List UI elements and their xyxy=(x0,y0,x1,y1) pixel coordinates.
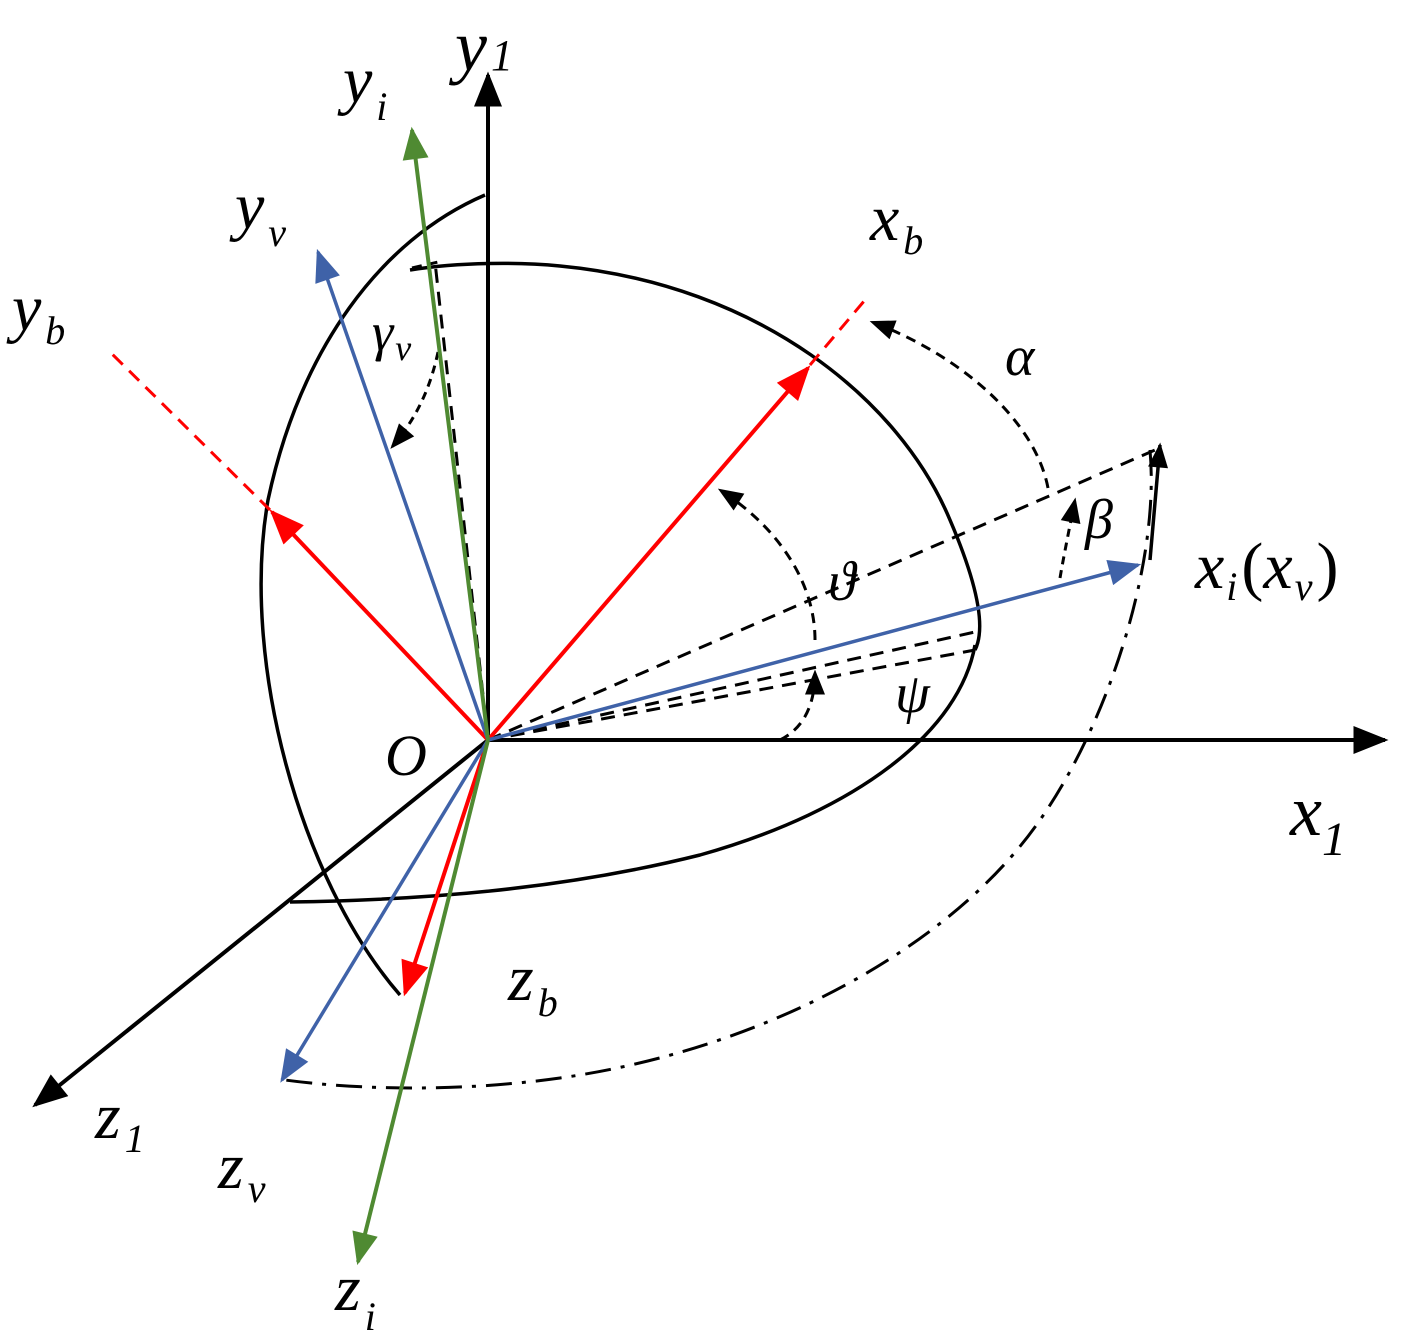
label-x1: x1 xyxy=(1289,771,1346,866)
shell-top-curve xyxy=(409,261,982,651)
label-y1: y1 xyxy=(448,6,513,86)
theta-arc xyxy=(717,488,817,641)
zv-axis xyxy=(280,739,490,1083)
label-beta: β xyxy=(1084,489,1113,551)
dashed-line-to-beta-point xyxy=(487,448,1156,742)
zb-axis xyxy=(401,739,490,997)
dashed-line-gamma-top xyxy=(411,260,439,270)
label-psi: ψ xyxy=(895,663,931,725)
label-alpha: α xyxy=(1005,326,1036,388)
xb-dashed-extension xyxy=(808,299,867,366)
yb-dashed-extension xyxy=(106,348,272,512)
dashed-line-psi-upper xyxy=(487,630,976,742)
yv-axis xyxy=(315,248,490,741)
xb-axis xyxy=(486,365,811,742)
label-xi-xv: xi(xv) xyxy=(1194,530,1338,609)
z1-axis xyxy=(32,738,490,1108)
beta-vertical-arrow xyxy=(1148,442,1169,561)
label-theta: ϑ xyxy=(828,551,858,613)
shell-outer-curve xyxy=(259,193,486,997)
dash-dot-arc xyxy=(284,449,1153,1090)
label-origin: O xyxy=(385,723,427,788)
label-gamma-v: γv xyxy=(372,302,411,368)
xv-axis xyxy=(487,560,1142,742)
dashed-line-psi-lower xyxy=(487,648,976,742)
yb-axis xyxy=(269,509,490,742)
psi-arc xyxy=(779,669,825,742)
beta-arc xyxy=(1058,497,1081,579)
zi-axis xyxy=(352,739,490,1266)
yi-axis xyxy=(402,126,490,741)
shell-bottom-curve xyxy=(289,644,977,904)
